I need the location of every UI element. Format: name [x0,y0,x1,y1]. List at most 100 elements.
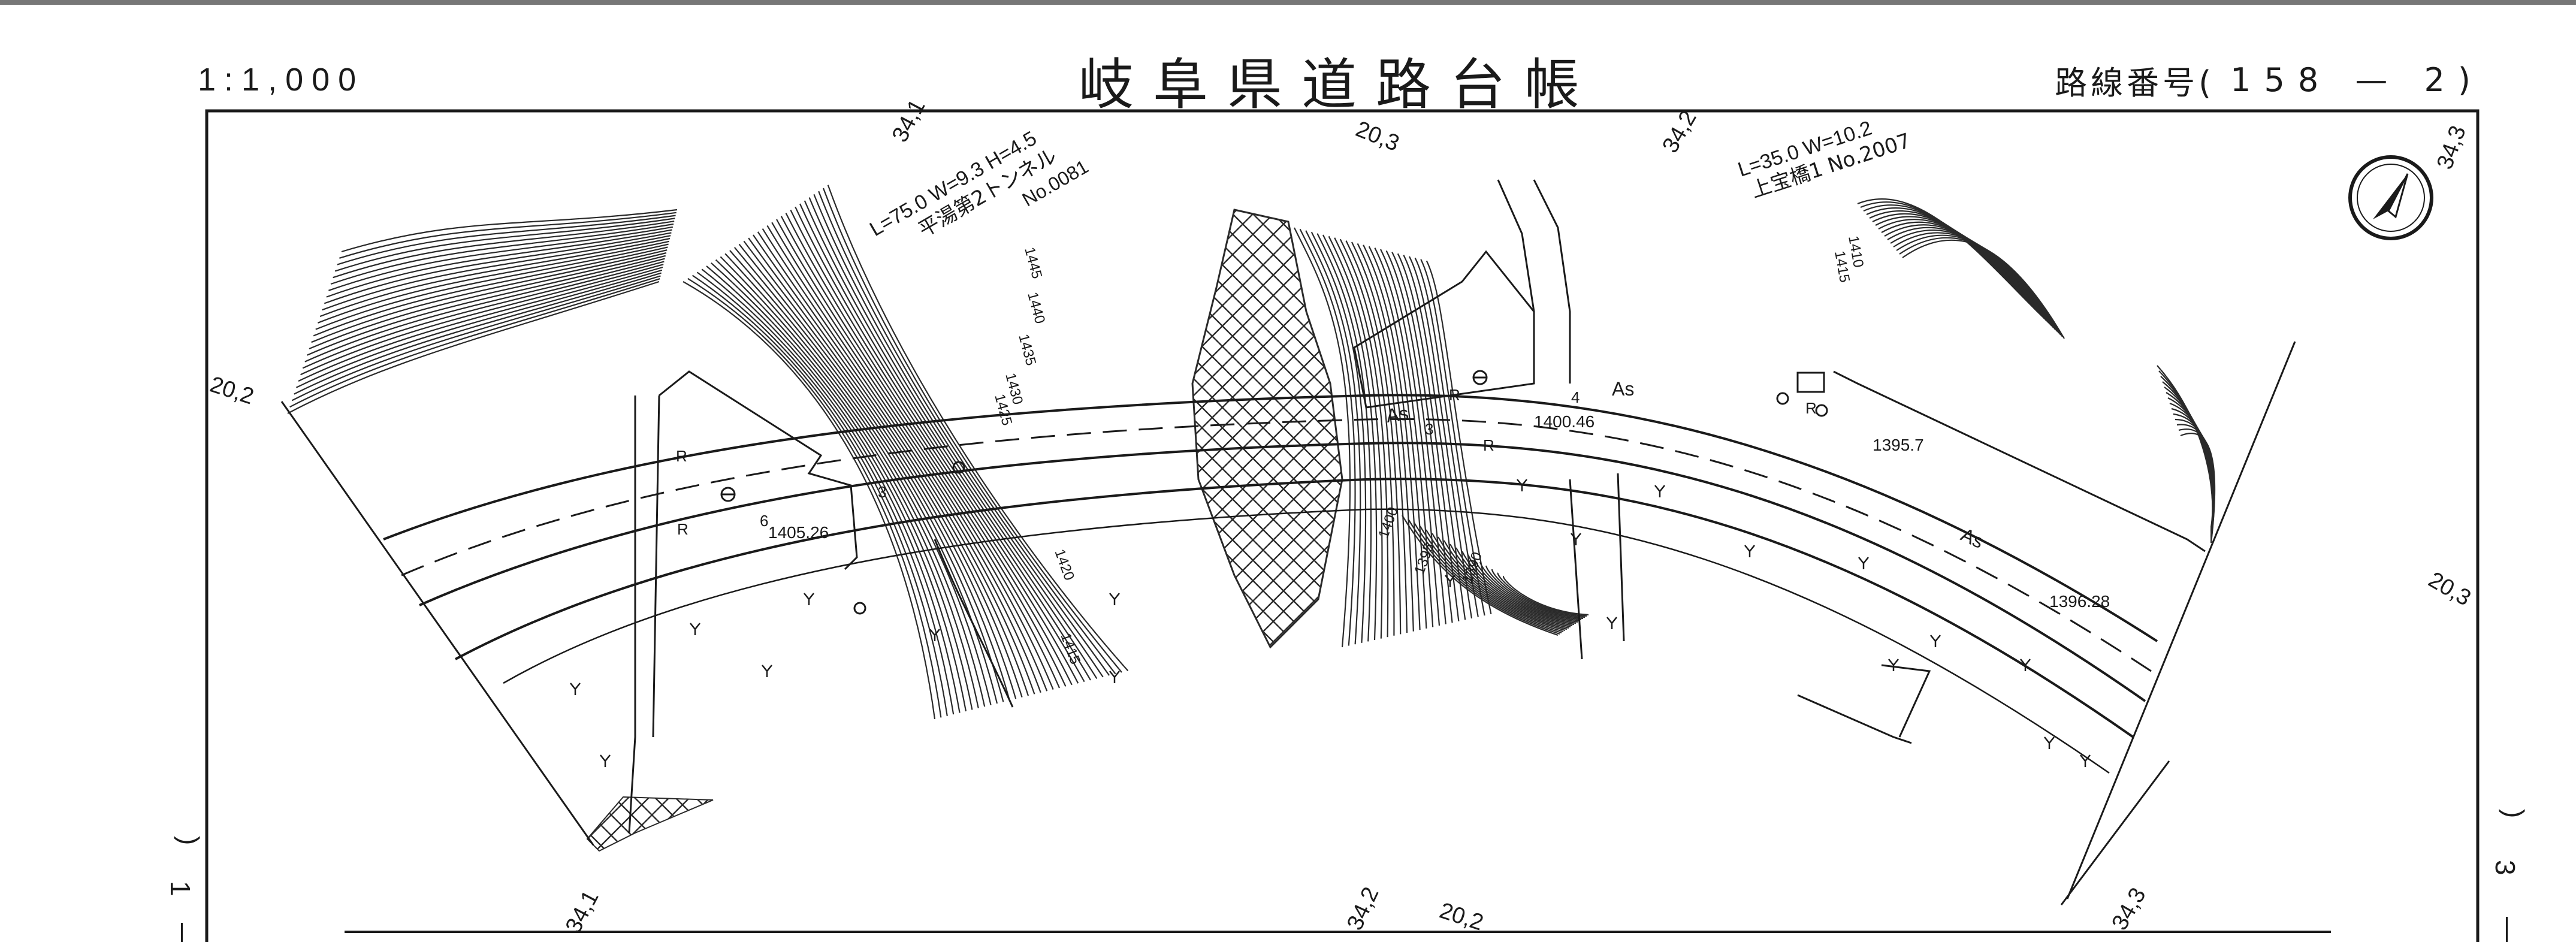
route-label: 路線番号( [2055,64,2215,102]
misc-label: 4 [1571,388,1580,406]
contour-line [687,277,942,718]
contour-line [2160,376,2213,530]
contour-line [753,234,1029,696]
contour-line [2180,433,2216,544]
contour-line [2166,392,2214,534]
road-alignment [383,394,2158,774]
contour-line [822,188,1122,673]
contour-line [790,209,1079,684]
contour-line [1426,529,1566,632]
contour-line [1869,210,2045,319]
contour-line [1866,207,2043,318]
contour-line [334,218,675,272]
contour-line [1345,240,1402,635]
ref-left: 20,2 [207,372,256,410]
tree-symbol [600,754,611,767]
contour-line [319,237,671,318]
tree-symbol [1744,545,1755,557]
contour-line [720,256,986,707]
bridge-annotation: L=35.0 W=10.2 上宝橋1 No.2007 [1735,117,1914,203]
left-mark-paren: ) [174,836,205,845]
misc-label: R [1449,386,1460,404]
contour-line [762,228,1041,693]
contour-line [799,203,1091,681]
contour-label: 1420 [1051,547,1077,582]
sheet-cut-lines [280,341,2296,905]
crosshatch-area [586,209,1343,852]
tree-symbol [2020,659,2031,671]
contour-line [1860,201,2040,314]
contour-line [808,197,1104,678]
contour-line [287,280,660,414]
contour-line [298,266,663,382]
route-close: ) [2457,61,2474,99]
contour-line [1316,233,1372,642]
misc-labels: R R R R R 3 4 6 3 [676,386,1817,538]
contour-line [1485,565,1584,620]
tree-symbol [1109,671,1120,683]
contour-label: 1445 [1021,246,1045,281]
contour-line [715,259,979,709]
contour-line [1351,241,1408,633]
north-arrow-icon [2348,155,2433,240]
terrain-contours [287,185,2216,720]
contour-line [2176,424,2215,541]
right-mark-num: 3 [2490,860,2521,875]
contour-line [311,249,668,343]
contour-line [701,268,961,713]
contour-line [2173,413,2215,539]
contour-line [691,274,948,716]
tree-symbol [1888,659,1899,671]
surface-labels: As As As [1385,378,1987,552]
contour-line [706,265,967,712]
contour-line [1397,253,1460,621]
contour-line [1310,231,1367,643]
contour-line [306,255,666,356]
contour-line [1863,204,2042,316]
contour-line [341,209,678,253]
ref-top-3: 34,2 [1657,106,1701,157]
vegetation-symbols [570,479,2091,767]
surface-label: As [1958,524,1987,552]
contour-line [317,240,670,324]
misc-label: R [1805,399,1817,417]
contour-line [1455,547,1575,626]
tree-symbol [2044,736,2055,749]
side-marks: ) 1 — ) 3 — [165,809,2530,942]
contour-line [2171,407,2215,538]
tree-symbol [2080,754,2091,767]
contour-line [1391,252,1453,623]
contour-line [1491,569,1586,618]
contour-line [337,215,676,265]
contour-line [804,200,1098,679]
surface-label: As [1385,402,1410,427]
contour-line [2178,428,2215,542]
tree-symbol [1571,533,1581,545]
contour-line [738,243,1010,701]
elevation-1: 1405.26 [768,523,829,542]
contour-line [757,231,1035,695]
contour-line [295,269,663,388]
contour-line [827,185,1129,672]
misc-label: 3 [878,483,886,501]
ref-right: 20,3 [2424,567,2475,611]
contour-line [1334,237,1389,638]
contour-line [1339,238,1395,636]
ref-top-2: 20,3 [1352,116,1403,156]
contour-line [1357,243,1414,632]
surface-label: As [1612,378,1634,400]
survey-point-symbols [720,370,1828,615]
misc-label: R [677,520,688,538]
contour-line [1385,250,1446,624]
right-mark-paren: ) [2499,809,2530,818]
contour-line [328,226,673,291]
contour-line [743,240,1017,699]
contour-line [696,271,955,715]
tree-symbol [929,629,940,641]
tree-symbol [1930,635,1941,647]
ref-bottom-1: 34,1 [561,886,604,937]
tree-symbol [804,593,814,605]
contour-line [1299,228,1356,646]
misc-label: R [676,447,687,465]
